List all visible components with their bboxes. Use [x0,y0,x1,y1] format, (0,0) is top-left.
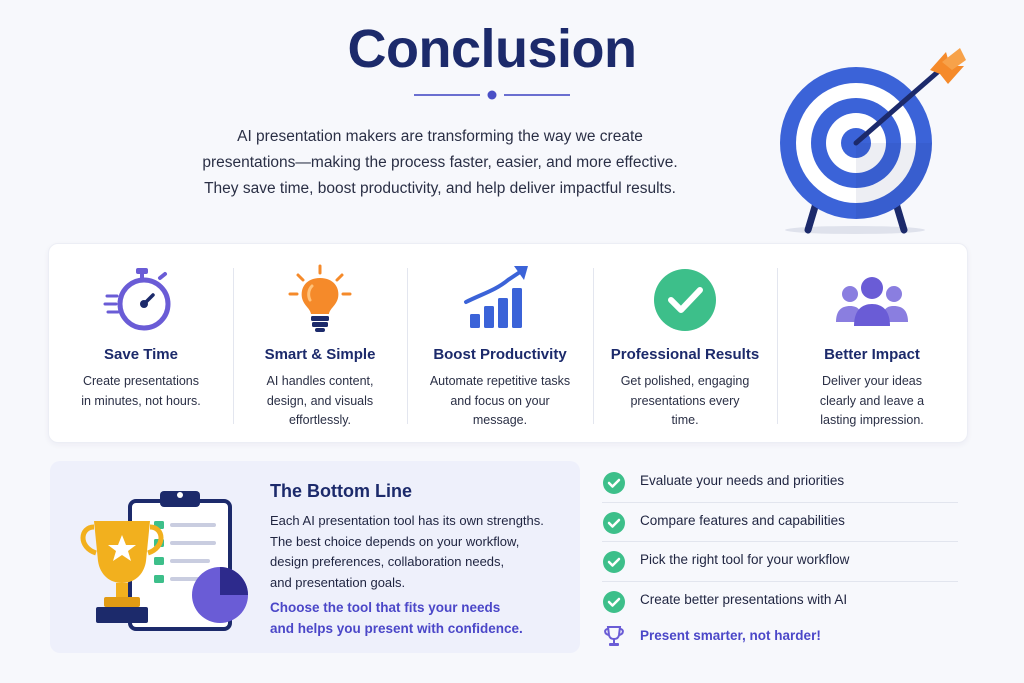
checklist-item-label: Compare features and capabilities [640,512,845,528]
feature-title: Save Time [104,346,178,363]
title-divider [414,90,570,100]
team-icon [836,277,908,326]
check-circle-icon [654,269,716,331]
checklist-item-label: Evaluate your needs and priorities [640,473,845,488]
checklist-item-label: Pick the right tool for your workflow [640,552,850,567]
growth-chart-icon [464,266,528,328]
final-note-text: Present smarter, not harder! [640,628,821,643]
feature-desc-line: and focus on your [450,393,550,408]
feature-description: Deliver your ideas clearly and leave a l… [791,372,953,431]
feature-desc-line: Get polished, engaging [620,374,750,388]
feature-boost-productivity: Boost Productivity Automate repetitive t… [407,244,593,444]
feature-desc-line: time. [671,413,699,427]
feature-title: Better Impact [824,346,920,363]
bottom-line-title: The Bottom Line [270,481,412,501]
checklist-item: Pick the right tool for your workflow [602,542,958,582]
feature-desc-line: AI handles content, [266,374,374,388]
feature-desc-line: Create presentations [82,374,200,388]
feature-desc-line: effortlessly. [288,413,352,427]
column-divider [407,268,408,424]
bottom-line-text: Each AI presentation tool has its own st… [270,511,570,593]
bottom-line-cta-line: and helps you present with confidence. [270,621,523,636]
check-circle-icon [603,551,625,573]
intro-line: AI presentation makers are transforming … [237,128,643,145]
final-note: Present smarter, not harder! [602,624,958,652]
check-circle-icon [603,511,625,534]
stopwatch-icon [103,268,171,331]
feature-desc-line: in minutes, not hours. [81,393,201,408]
intro-line: They save time, boost productivity, and … [204,180,676,197]
feature-desc-line: presentations every [630,393,740,408]
column-divider [777,268,778,424]
feature-description: AI handles content, design, and visuals … [247,372,393,431]
feature-professional-results: Professional Results Get polished, engag… [593,244,777,444]
trophy-icon [604,626,624,646]
features-panel: Save Time Create presentations in minute… [48,243,968,443]
checklist: Evaluate your needs and priorities Compa… [602,463,958,621]
bottom-line-text-line: The best choice depends on your workflow… [270,533,520,549]
check-circle-icon [603,472,625,494]
bottom-line-text-line: and presentation goals. [270,574,406,590]
feature-desc-line: Automate repetitive tasks [429,374,571,388]
checklist-item: Compare features and capabilities [602,503,958,542]
bottom-line-card: The Bottom Line Each AI presentation too… [50,461,580,653]
feature-title: Professional Results [610,346,760,363]
checklist-item-label: Create better presentations with AI [640,591,848,607]
feature-description: Create presentations in minutes, not hou… [63,372,219,411]
bottom-line-text-line: design preferences, collaboration needs, [270,554,505,569]
feature-desc-line: message. [472,413,528,427]
checklist-item: Evaluate your needs and priorities [602,463,958,503]
feature-description: Get polished, engaging presentations eve… [607,372,763,431]
target-icon [780,48,966,234]
feature-title: Boost Productivity [433,346,567,363]
bottom-line-cta-line: Choose the tool that fits your needs [270,600,501,615]
bottom-line-text-line: Each AI presentation tool has its own st… [270,513,544,528]
column-divider [593,268,594,424]
trophy-clipboard-icon [80,491,248,631]
feature-desc-line: design, and visuals [266,393,374,408]
lightbulb-icon [288,264,352,332]
page-title: Conclusion [347,19,638,79]
feature-better-impact: Better Impact Deliver your ideas clearly… [777,244,967,444]
check-circle-icon [603,590,625,613]
column-divider [233,268,234,424]
feature-save-time: Save Time Create presentations in minute… [49,244,233,444]
feature-desc-line: Deliver your ideas [821,374,923,388]
feature-smart-simple: Smart & Simple AI handles content, desig… [233,244,407,444]
intro-line: presentations—making the process faster,… [202,154,678,171]
feature-desc-line: clearly and leave a [819,393,925,408]
bottom-line-cta: Choose the tool that fits your needs and… [270,597,570,639]
checklist-item: Create better presentations with AI [602,582,958,622]
feature-description: Automate repetitive tasks and focus on y… [421,372,579,431]
intro-paragraph: AI presentation makers are transforming … [150,124,730,202]
feature-title: Smart & Simple [264,346,376,363]
feature-desc-line: lasting impression. [820,413,924,427]
